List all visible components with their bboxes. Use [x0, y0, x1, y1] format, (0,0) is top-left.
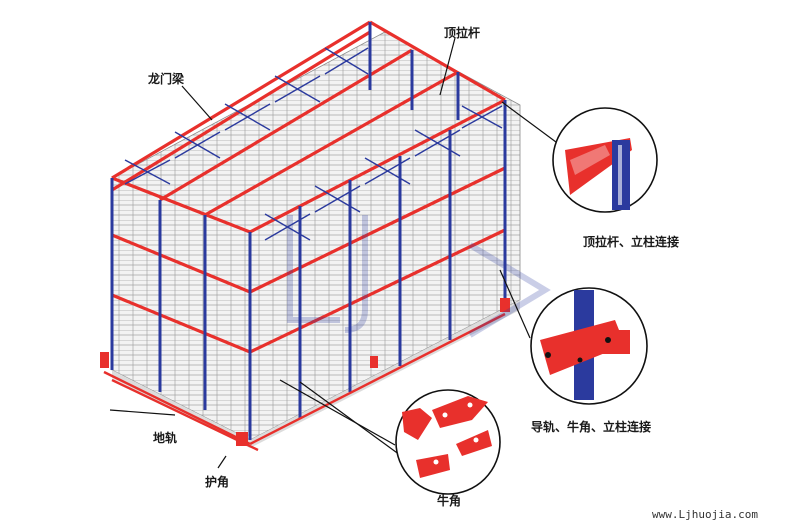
- label-top-tie-rod: 顶拉杆: [444, 26, 481, 40]
- detail-brackets: [395, 389, 501, 495]
- label-rail-bracket-upright-connection: 导轨、牛角、立柱连接: [531, 420, 652, 434]
- label-corner-guard: 护角: [205, 475, 230, 489]
- detail-rail-bracket-upright: [530, 287, 648, 405]
- label-bracket: 牛角: [437, 494, 462, 508]
- watermark-url: www.Ljhuojia.com: [652, 508, 758, 521]
- floor-rails: [103, 312, 506, 452]
- label-gantry-beam: 龙门梁: [148, 72, 185, 86]
- label-floor-rail: 地轨: [153, 431, 178, 445]
- detail-top-tie-upright: [552, 107, 658, 213]
- watermark-logo: [287, 215, 551, 338]
- label-top-tie-upright-connection: 顶拉杆、立柱连接: [583, 235, 680, 249]
- uprights: [110, 22, 507, 440]
- corner-guards: [100, 298, 510, 446]
- top-tie-rods: [124, 47, 503, 241]
